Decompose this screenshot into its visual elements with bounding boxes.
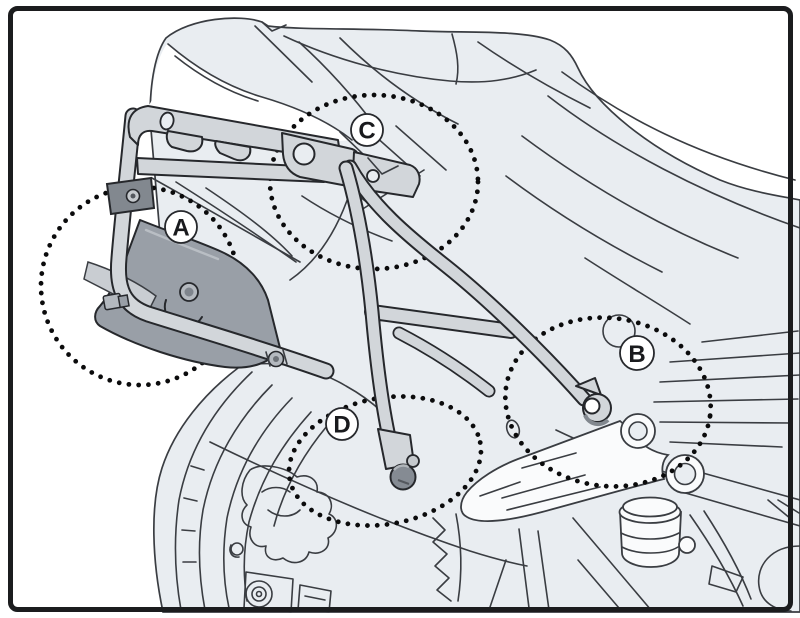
marker-c: C	[350, 113, 384, 147]
marker-circle-d	[325, 407, 359, 441]
highlight-circle-c	[267, 92, 481, 272]
highlight-circle-d	[286, 394, 484, 528]
marker-a: A	[164, 210, 198, 244]
marker-circle-b	[619, 335, 655, 371]
rail-hook	[165, 130, 204, 153]
marker-d: D	[325, 407, 359, 441]
marker-label-c: C	[358, 118, 375, 145]
rack-frame	[83, 105, 612, 491]
marker-label-d: D	[333, 412, 350, 439]
footpeg-hanger-bracket	[460, 413, 705, 522]
link-bolt	[265, 349, 288, 368]
tube-clamp	[105, 176, 156, 216]
body-sweep-lines	[505, 71, 800, 325]
highlight-circle-b	[502, 315, 714, 489]
marker-circle-c	[350, 113, 384, 147]
diagram-border	[8, 6, 793, 612]
marker-b: B	[619, 335, 655, 371]
junction-hole	[292, 142, 316, 166]
rack-lug-b	[575, 377, 612, 427]
rail-slot	[159, 111, 175, 131]
marker-label-b: B	[628, 341, 645, 368]
rack-strut-to-b	[342, 159, 592, 407]
muffler-hanger-tube	[364, 304, 519, 398]
marker-label-a: A	[172, 215, 189, 242]
tail-crease-lines	[167, 21, 591, 141]
brake-reservoir	[618, 496, 696, 568]
body-hole-outline	[602, 314, 636, 348]
reservoir-knob	[678, 536, 696, 554]
exhaust-hatch-lines	[653, 330, 800, 527]
rack-strut-to-d	[338, 160, 400, 458]
marker-circle-a	[164, 210, 198, 244]
rail-hook	[214, 140, 252, 162]
rack-mount-d	[377, 428, 420, 491]
corner-bolt	[102, 292, 130, 311]
